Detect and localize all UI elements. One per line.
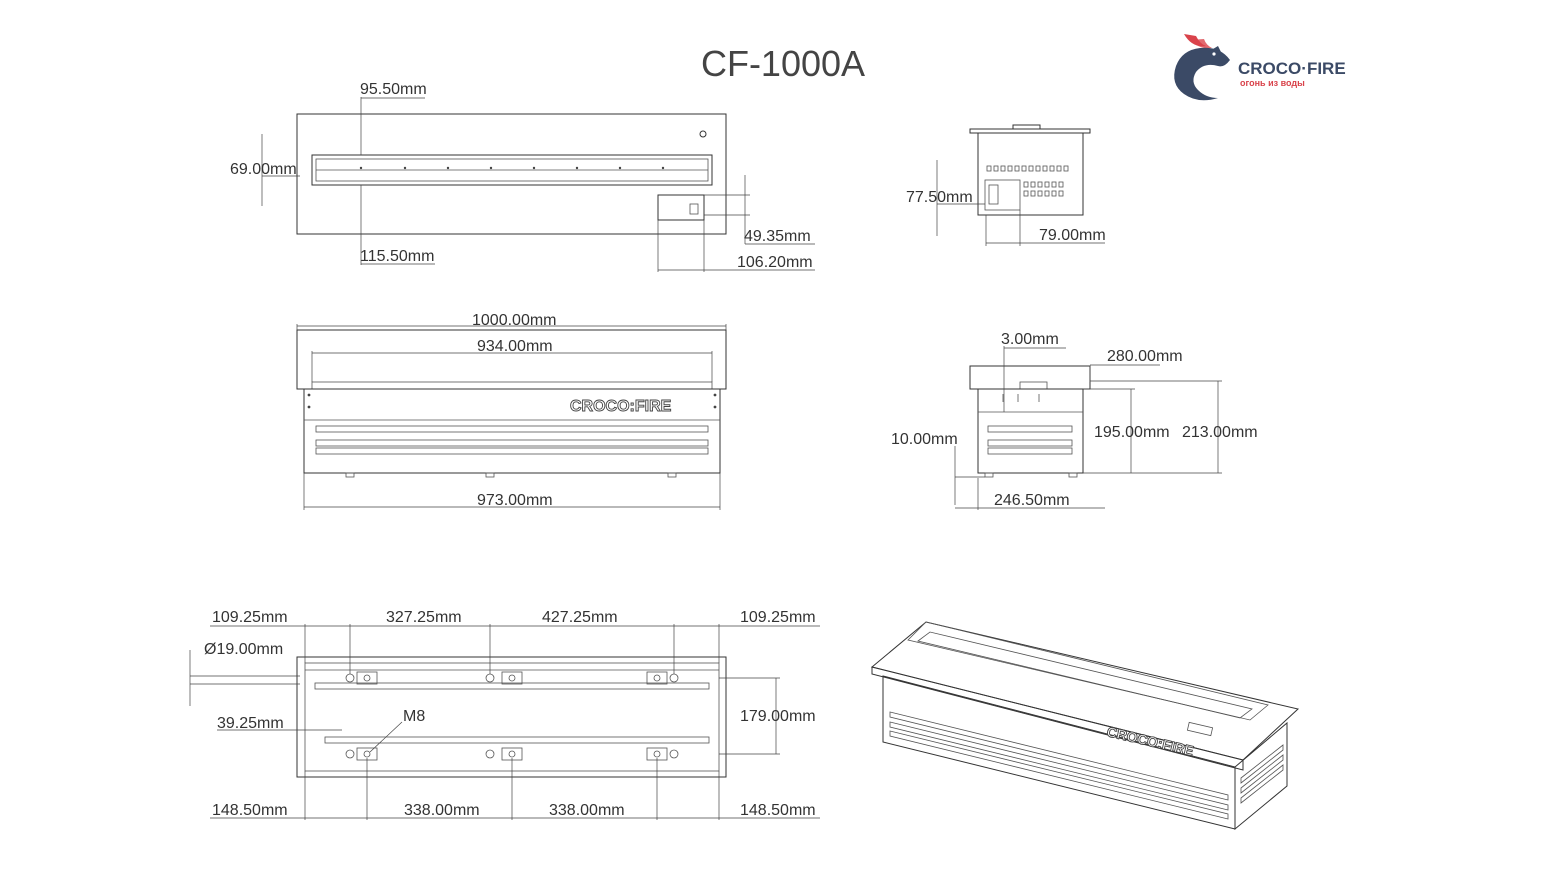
dim-213: 213.00mm: [1182, 424, 1258, 441]
side-view: 3.00mm 280.00mm 195.00mm 213.00mm 10.00m…: [891, 331, 1258, 510]
brand-name: CROCO·FIRE: [1238, 59, 1346, 78]
dim-280: 280.00mm: [1107, 348, 1183, 365]
front-view: CROCO:FIRE 1000.00mm 934.00mm 973.00mm: [296, 312, 727, 510]
side-view-top: 77.50mm 79.00mm: [906, 124, 1106, 246]
top-view: 95.50mm 69.00mm 115.50mm 49.35mm 106.20m…: [230, 81, 815, 272]
isometric-view: CROCO:FIRE: [870, 621, 1300, 831]
page-title: CF-1000A: [701, 43, 865, 84]
dim-115-50: 115.50mm: [360, 248, 434, 265]
dim-934: 934.00mm: [477, 338, 553, 355]
dim-top-3: 427.25mm: [542, 609, 618, 626]
dim-bottom-2: 338.00mm: [404, 802, 480, 819]
dim-diameter-19: Ø19.00mm: [204, 641, 283, 658]
dim-3-00: 3.00mm: [1001, 331, 1059, 348]
vent-grid-front: [315, 425, 709, 455]
dim-top-2: 327.25mm: [386, 609, 462, 626]
dim-49-35: 49.35mm: [744, 228, 811, 245]
dim-246-50: 246.50mm: [994, 492, 1070, 509]
dim-39-25: 39.25mm: [217, 715, 284, 732]
brand-logo: CROCO·FIRE огонь из воды: [1174, 34, 1346, 101]
dim-bottom-1: 148.50mm: [212, 802, 288, 819]
dim-bottom-3: 338.00mm: [549, 802, 625, 819]
label-m8: M8: [403, 708, 425, 725]
dragon-logo-icon: [1174, 34, 1230, 101]
dim-10-00: 10.00mm: [891, 431, 958, 448]
dim-1000: 1000.00mm: [472, 312, 557, 329]
dim-95-50: 95.50mm: [360, 81, 427, 98]
bottom-view: 109.25mm 327.25mm 427.25mm 109.25mm 148.…: [189, 609, 820, 820]
dim-top-1: 109.25mm: [212, 609, 288, 626]
dim-69-00: 69.00mm: [230, 161, 297, 178]
brand-tagline: огонь из воды: [1240, 78, 1305, 88]
product-marking-front: CROCO:FIRE: [570, 398, 672, 415]
dim-79-00: 79.00mm: [1039, 227, 1106, 244]
dim-top-4: 109.25mm: [740, 609, 816, 626]
dim-77-50: 77.50mm: [906, 189, 973, 206]
dim-195: 195.00mm: [1094, 424, 1170, 441]
dim-106-20: 106.20mm: [737, 254, 813, 271]
product-marking-iso: CROCO:FIRE: [1105, 723, 1195, 759]
dim-bottom-4: 148.50mm: [740, 802, 816, 819]
dim-973: 973.00mm: [477, 492, 553, 509]
dim-179: 179.00mm: [740, 708, 816, 725]
